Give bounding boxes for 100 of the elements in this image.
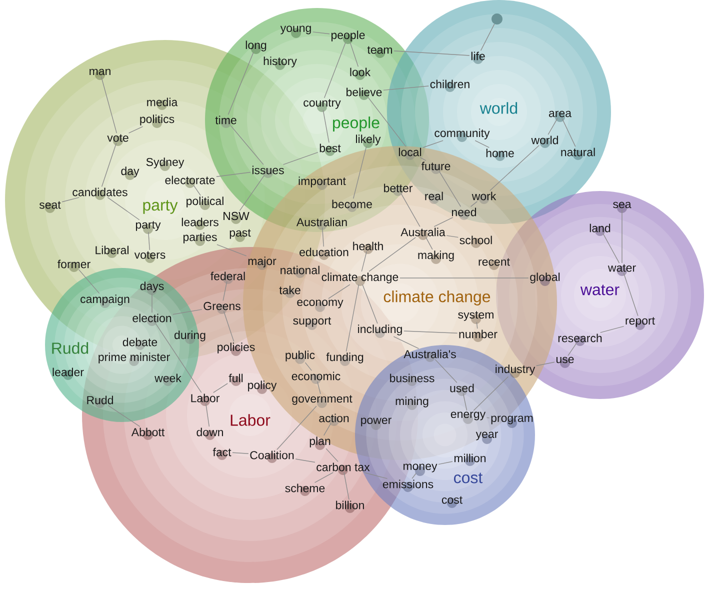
- concept-label: believe: [346, 88, 382, 100]
- concept-label: energy: [450, 412, 486, 424]
- link-line: [216, 172, 251, 177]
- link-line: [548, 118, 558, 135]
- link-line: [62, 197, 80, 202]
- concept-label: leaders: [182, 218, 218, 230]
- concept-label: candidates: [72, 188, 128, 200]
- link-line: [155, 323, 202, 393]
- concept-label: media: [147, 98, 178, 110]
- concept-label: global: [530, 272, 560, 286]
- concept-label: electorate: [165, 176, 215, 188]
- concept-label: natural: [561, 148, 595, 160]
- link-line: [438, 461, 453, 465]
- concept-label: former: [58, 260, 90, 272]
- concept-label: community: [434, 128, 490, 142]
- concept-label: country: [304, 99, 341, 112]
- concept-label: team: [367, 46, 392, 58]
- link-line: [282, 152, 318, 165]
- concept-label: action: [319, 414, 349, 426]
- concept-label: Australian: [296, 218, 347, 230]
- link-line: [438, 171, 462, 207]
- link-line: [434, 359, 458, 383]
- link-line: [326, 448, 338, 462]
- concept-label: public: [286, 350, 315, 364]
- link-line: [368, 237, 416, 272]
- concept-label: long: [246, 40, 266, 54]
- concept-label: need: [452, 208, 476, 220]
- concept-label: area: [548, 110, 572, 122]
- link-line: [434, 217, 454, 227]
- link-line: [172, 309, 202, 315]
- concept-label: health: [353, 242, 383, 254]
- link-line: [205, 403, 210, 427]
- concept-label: mining: [396, 396, 428, 410]
- link-line: [312, 32, 330, 34]
- concept-label: federal: [210, 272, 245, 284]
- concept-label: days: [140, 282, 164, 295]
- concept-label: school: [460, 236, 492, 248]
- link-line: [473, 376, 509, 411]
- theme-label: people: [333, 116, 380, 132]
- concept-label: people: [331, 30, 365, 44]
- link-line: [239, 175, 265, 212]
- link-line: [346, 284, 360, 352]
- link-line: [232, 452, 249, 454]
- link-line: [148, 232, 150, 250]
- concept-label: seat: [39, 201, 61, 213]
- link-line: [412, 473, 416, 479]
- concept-label: Labor: [191, 394, 220, 406]
- concept-label: economic: [292, 372, 340, 384]
- concept-label: life: [471, 52, 485, 64]
- link-line: [314, 472, 334, 483]
- concept-label: business: [390, 374, 434, 386]
- link-line: [295, 458, 316, 463]
- link-line: [470, 201, 478, 207]
- concept-label: leader: [52, 368, 84, 380]
- concept-label: fact: [212, 448, 232, 460]
- concept-label: voters: [134, 251, 166, 263]
- link-line: [404, 330, 458, 334]
- link-line: [422, 140, 444, 148]
- concept-label: scheme: [285, 484, 325, 496]
- concept-label: day: [121, 166, 140, 180]
- concept-label: young: [280, 26, 311, 38]
- concept-label: economy: [297, 300, 344, 312]
- concept-label: Sydney: [146, 158, 184, 171]
- concept-label: down: [196, 428, 223, 440]
- concept-label: real: [425, 192, 443, 204]
- link-line: [323, 423, 332, 436]
- concept-label: home: [486, 148, 514, 161]
- concept-label: man: [90, 68, 110, 80]
- link-line: [213, 383, 228, 393]
- link-line: [322, 227, 324, 247]
- concept-label: NSW: [224, 212, 250, 224]
- concept-label: policy: [248, 380, 277, 394]
- concept-label: system: [458, 311, 494, 324]
- concept-label: better: [384, 184, 413, 196]
- link-line: [480, 24, 495, 51]
- link-line: [223, 310, 234, 342]
- link-line: [536, 362, 555, 366]
- concept-label: vote: [107, 134, 128, 146]
- concept-label: past: [230, 229, 251, 242]
- concept-label: major: [248, 256, 276, 270]
- concept-label: research: [558, 334, 602, 346]
- concept-label: Greens: [204, 302, 240, 314]
- concept-label: debate: [122, 338, 158, 350]
- concept-label: history: [264, 56, 297, 70]
- concept-label: likely: [356, 134, 381, 148]
- link-line: [222, 281, 228, 302]
- link-line: [462, 393, 468, 411]
- link-line: [328, 284, 350, 299]
- link-line: [623, 272, 638, 316]
- concept-label: world: [531, 136, 558, 148]
- concept-label: used: [450, 384, 474, 396]
- concept-label: best: [320, 144, 341, 156]
- link-line: [322, 110, 330, 143]
- link-line: [363, 472, 388, 479]
- link-line: [304, 362, 312, 371]
- link-line: [362, 284, 378, 324]
- link-line: [344, 472, 350, 500]
- link-line: [128, 126, 144, 134]
- link-line: [568, 343, 577, 356]
- concept-label: program: [491, 416, 533, 428]
